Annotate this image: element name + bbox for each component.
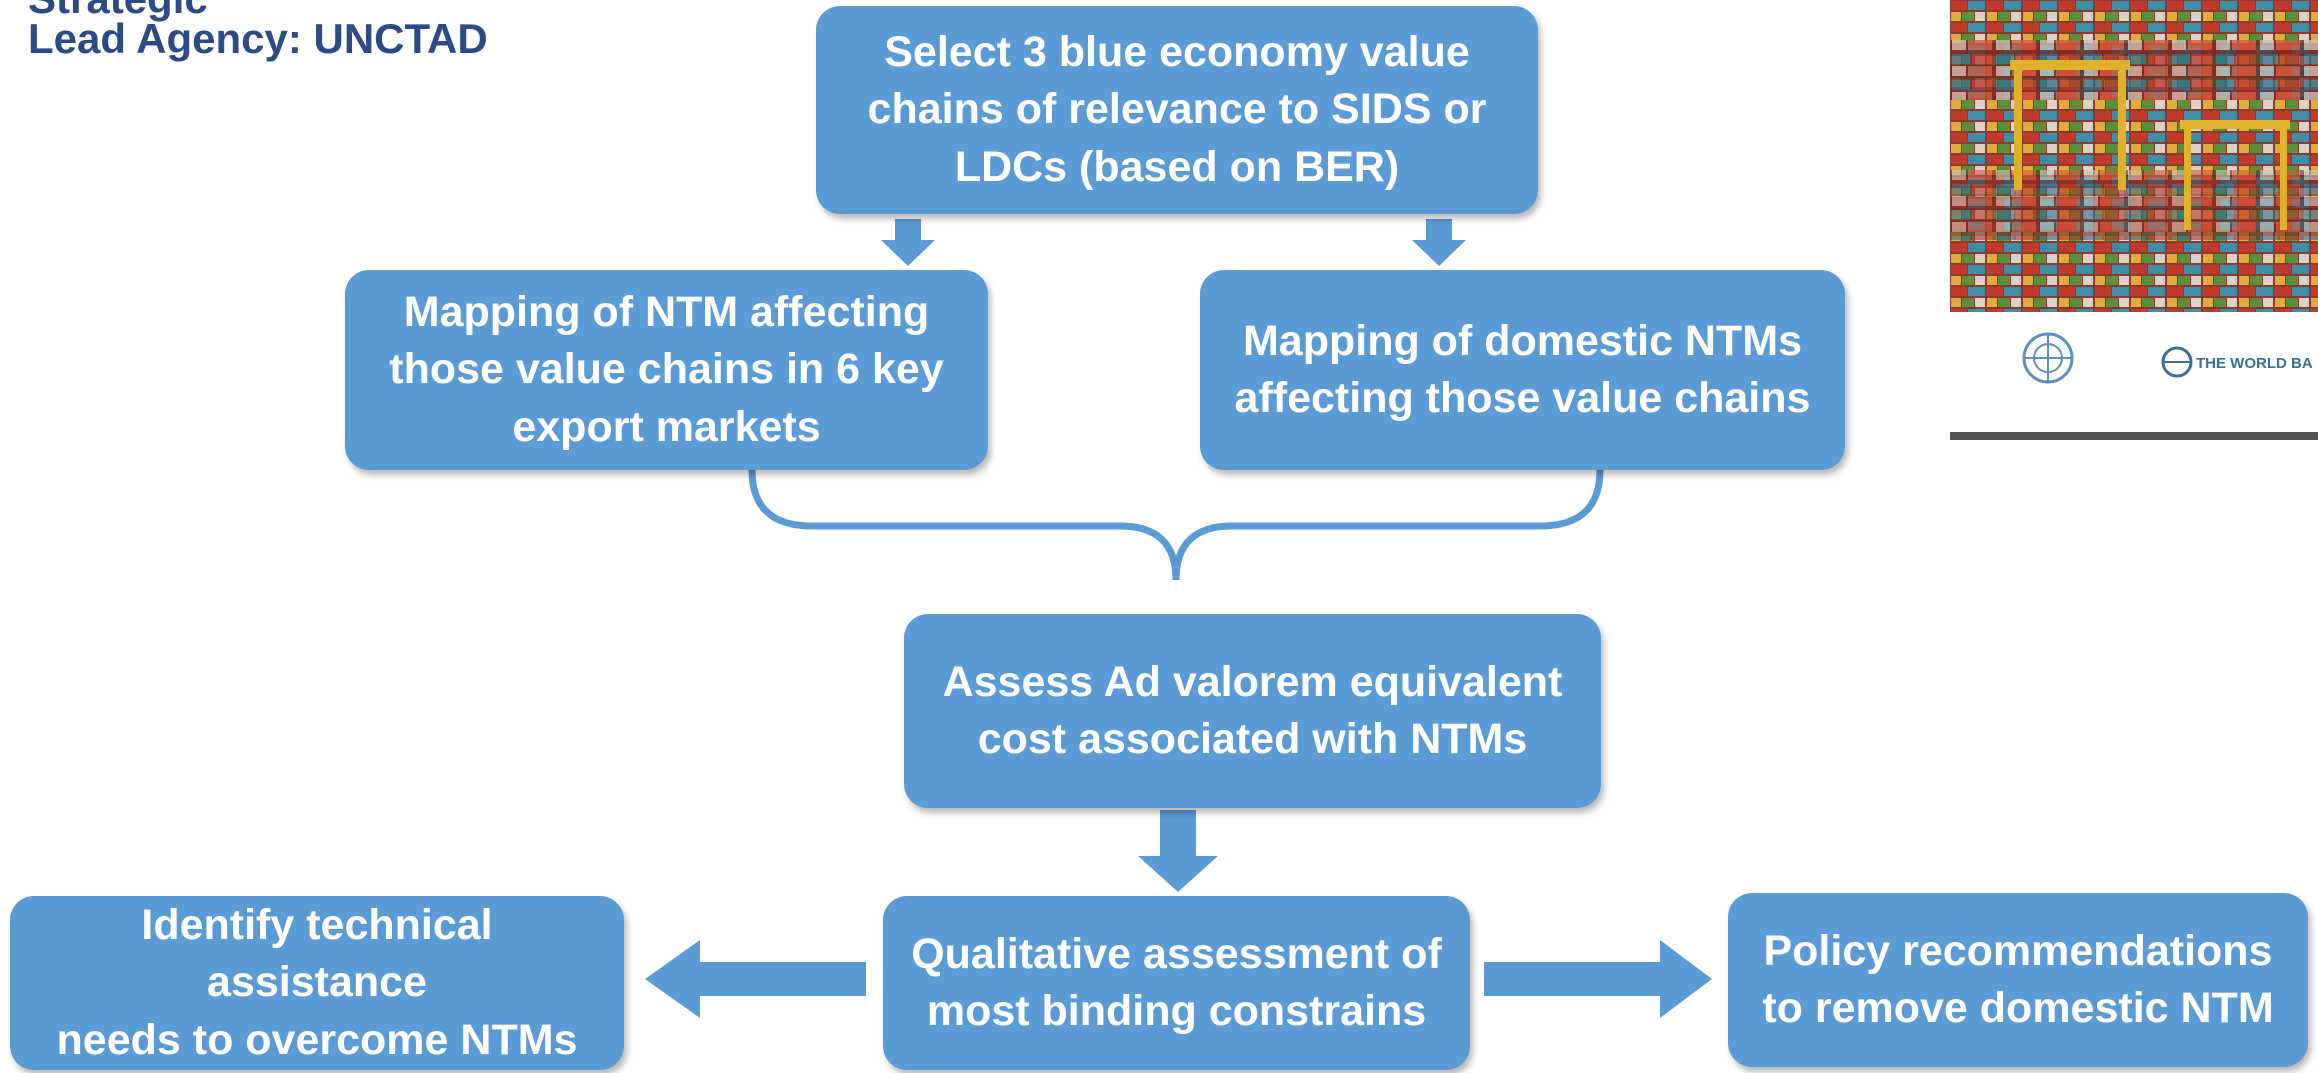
select-value-chains-box: Select 3 blue economy value chains of re…	[816, 6, 1538, 214]
header-title-cut: Strategic	[28, 0, 208, 20]
un-emblem-icon	[2022, 332, 2074, 384]
technical-assistance-text: Identify technical assistance needs to o…	[56, 901, 578, 1064]
policy-recommendations-box: Policy recommendations to remove domesti…	[1728, 893, 2308, 1067]
technical-assistance-box: Identify technical assistance needs to o…	[10, 896, 624, 1070]
select-value-chains-text: Select 3 blue economy value chains of re…	[867, 28, 1487, 191]
mapping-export-markets-box: Mapping of NTM affecting those value cha…	[345, 270, 988, 470]
world-bank-logo-icon	[2161, 346, 2193, 378]
assess-ave-text: Assess Ad valorem equivalent cost associ…	[942, 657, 1563, 763]
qualitative-assessment-box: Qualitative assessment of most binding c…	[883, 896, 1470, 1070]
arrow-right	[1484, 940, 1712, 1018]
qualitative-assessment-text: Qualitative assessment of most binding c…	[911, 929, 1442, 1035]
policy-recommendations-text: Policy recommendations to remove domesti…	[1762, 926, 2274, 1032]
world-bank-logo-text: THE WORLD BA	[2196, 355, 2313, 372]
arrow-down-right	[1412, 219, 1466, 266]
merge-brace	[748, 469, 1604, 581]
arrow-left	[645, 940, 866, 1018]
arrow-down-center	[1138, 810, 1218, 892]
mapping-export-markets-text: Mapping of NTM affecting those value cha…	[389, 288, 944, 451]
shipping-containers-image: THE WORLD BA	[1950, 0, 2318, 440]
assess-ave-box: Assess Ad valorem equivalent cost associ…	[904, 614, 1601, 808]
mapping-domestic-ntms-box: Mapping of domestic NTMs affecting those…	[1200, 270, 1845, 470]
report-cover-image: THE WORLD BA	[1950, 0, 2318, 440]
mapping-domestic-ntms-text: Mapping of domestic NTMs affecting those…	[1234, 316, 1811, 422]
arrow-down-left	[881, 219, 935, 266]
lead-agency-label: Lead Agency: UNCTAD	[28, 15, 488, 62]
